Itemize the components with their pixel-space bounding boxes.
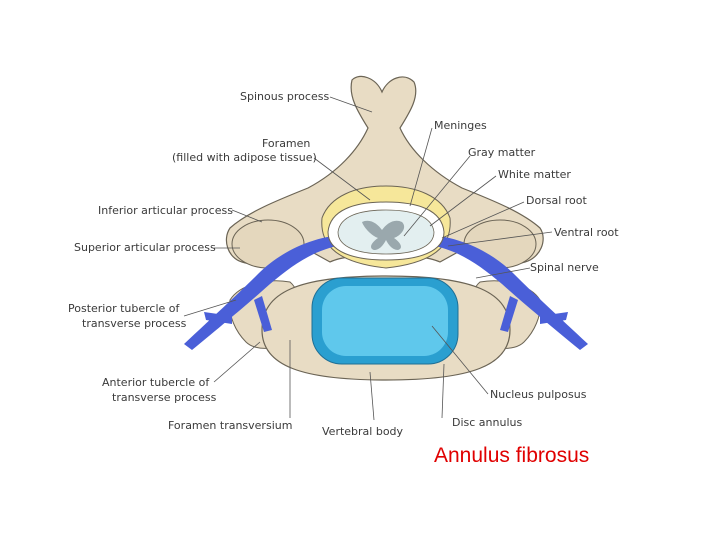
- label-gray-matter: Gray matter: [468, 146, 536, 159]
- label-inferior-articular-process: Inferior articular process: [98, 204, 233, 217]
- right-nerve-branch-2: [500, 296, 518, 332]
- caption-annulus-fibrosus: Annulus fibrosus: [434, 444, 590, 467]
- label-spinal-nerve: Spinal nerve: [530, 261, 599, 274]
- label-foramen-sub: (filled with adipose tissue): [172, 151, 317, 164]
- label-white-matter: White matter: [498, 168, 571, 181]
- gray-matter: [362, 220, 405, 250]
- label-superior-articular-process: Superior articular process: [74, 241, 216, 254]
- label-anterior-tubercle: Anterior tubercle of: [102, 376, 210, 389]
- label-disc-annulus: Disc annulus: [452, 416, 522, 429]
- label-nucleus-pulposus: Nucleus pulposus: [490, 388, 587, 401]
- label-posterior-tubercle: Posterior tubercle of: [68, 302, 181, 315]
- left-nerve-branch: [204, 312, 232, 324]
- label-dorsal-root: Dorsal root: [526, 194, 587, 207]
- right-nerve-branch: [540, 312, 568, 324]
- label-foramen-transversium: Foramen transversium: [168, 419, 292, 432]
- label-foramen: Foramen: [262, 137, 310, 150]
- label-ventral-root: Ventral root: [554, 226, 619, 239]
- leader-lines: [183, 96, 553, 421]
- label-meninges: Meninges: [434, 119, 487, 132]
- label-anterior-tubercle-sub: transverse process: [112, 391, 217, 404]
- label-spinous-process: Spinous process: [240, 90, 329, 103]
- left-nerve-branch-2: [254, 296, 272, 332]
- label-posterior-tubercle-sub: transverse process: [82, 317, 187, 330]
- label-vertebral-body: Vertebral body: [322, 425, 404, 438]
- nucleus-pulposus: [322, 286, 448, 356]
